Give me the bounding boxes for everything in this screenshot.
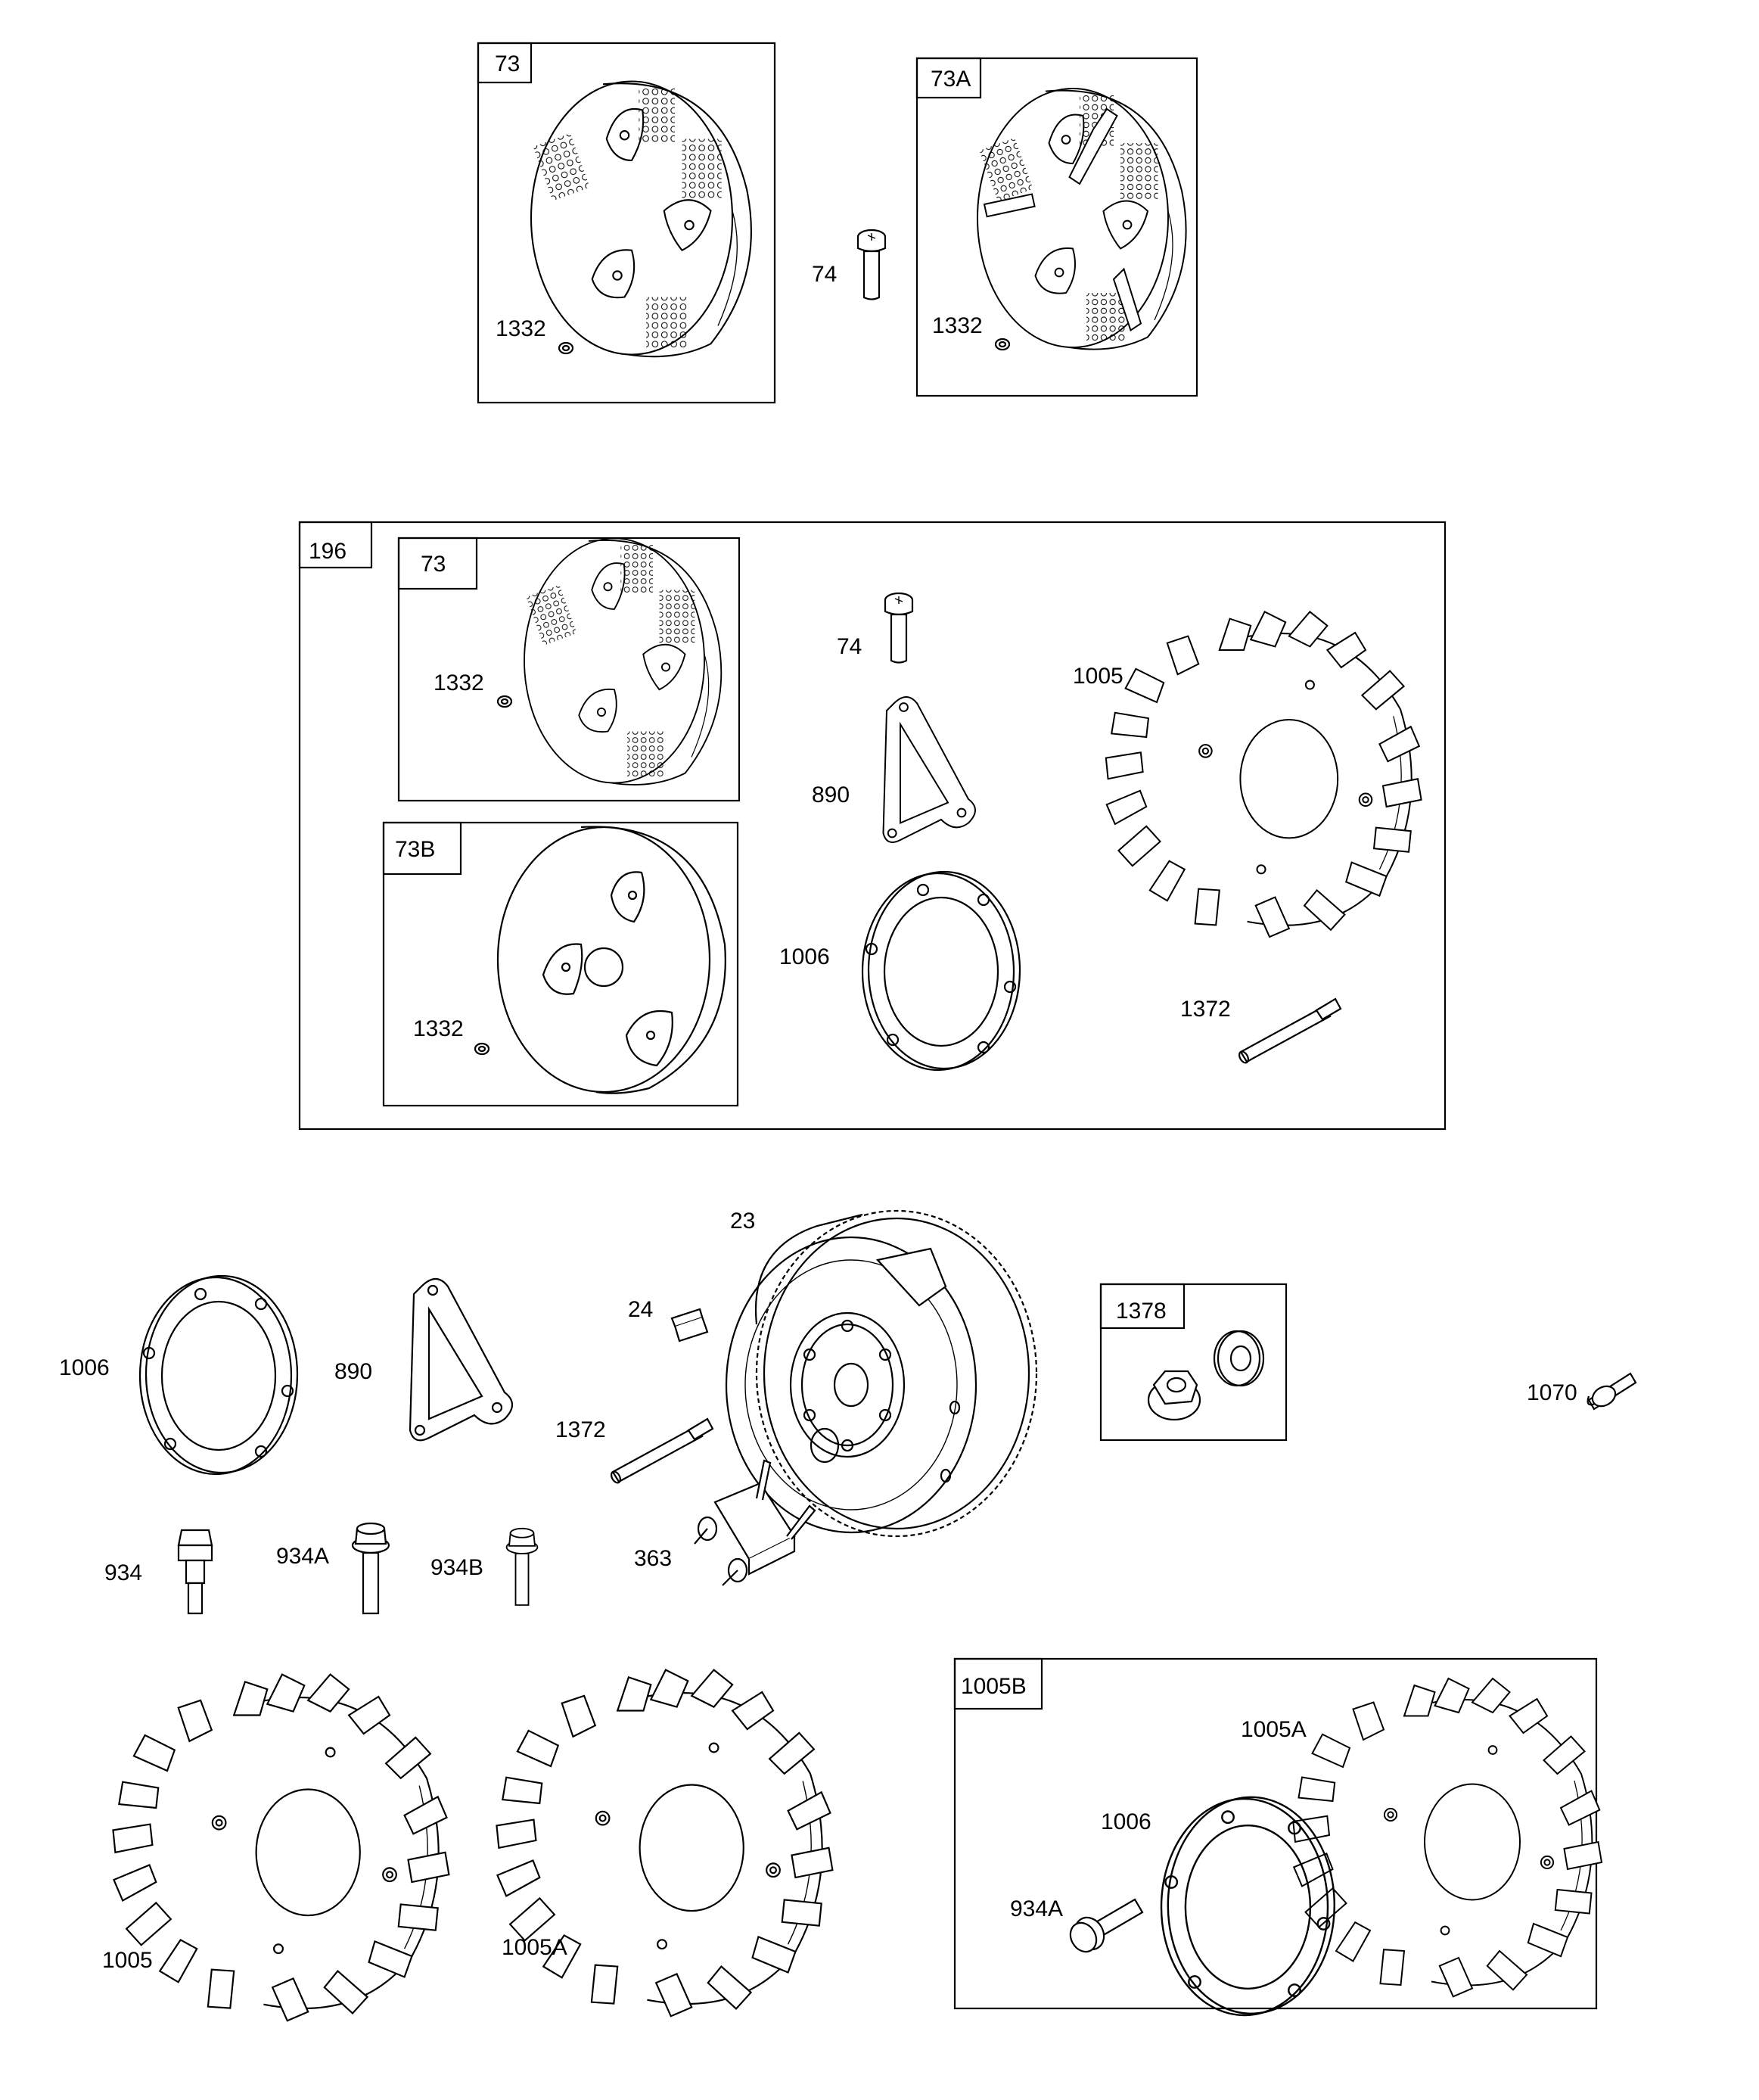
screen-plate: [530, 80, 752, 358]
label-1372: 1372: [555, 1417, 606, 1442]
label-934b: 934B: [430, 1555, 483, 1580]
gasket: [861, 870, 1021, 1072]
pin: [608, 1417, 714, 1486]
flange-bolt: [1069, 1898, 1144, 1953]
label-1006: 1006: [1101, 1809, 1151, 1834]
gasket: [138, 1274, 299, 1476]
label-1372: 1372: [1180, 997, 1231, 1022]
label-1332: 1332: [932, 313, 983, 338]
washer: [474, 1042, 490, 1056]
label-363: 363: [634, 1546, 672, 1571]
label-1005a: 1005A: [1241, 1717, 1307, 1742]
pin: [1236, 997, 1342, 1066]
label-1006: 1006: [779, 944, 830, 969]
flywheel-puller: [694, 1459, 816, 1586]
screen-plate-slotted: [977, 88, 1187, 350]
label-1332: 1332: [413, 1016, 464, 1041]
key: [670, 1308, 709, 1342]
label-890: 890: [812, 782, 850, 807]
flange-bolt: [505, 1527, 539, 1606]
label-890: 890: [334, 1359, 372, 1384]
finned-flywheel: [112, 1673, 450, 2022]
flange-bolt: [351, 1522, 390, 1615]
box-label-73a: 73A: [931, 67, 971, 92]
box-label-1378: 1378: [1116, 1299, 1167, 1324]
hex-bolt: [177, 1529, 213, 1615]
finned-flywheel: [1105, 611, 1422, 938]
bracket: [882, 696, 976, 843]
label-1005a: 1005A: [502, 1935, 567, 1960]
label-1006: 1006: [59, 1355, 110, 1380]
screw: [884, 592, 914, 664]
screw: [1587, 1372, 1637, 1411]
label-23: 23: [730, 1209, 755, 1234]
label-1005: 1005: [1073, 664, 1123, 689]
screw: [856, 229, 887, 300]
box-label-1005b: 1005B: [961, 1674, 1027, 1699]
label-24: 24: [628, 1297, 653, 1322]
box-label-73: 73: [421, 552, 446, 577]
box-label-73: 73: [495, 51, 520, 76]
label-1070: 1070: [1527, 1380, 1577, 1405]
box-label-73b: 73B: [395, 837, 435, 862]
washer: [558, 341, 574, 355]
label-74: 74: [812, 262, 837, 287]
washer: [994, 338, 1011, 351]
screen-plate: [524, 537, 723, 786]
bracket: [409, 1277, 514, 1442]
label-74: 74: [837, 634, 862, 659]
label-1332: 1332: [496, 316, 546, 341]
washer: [496, 695, 513, 708]
label-1332: 1332: [434, 670, 484, 695]
label-934a: 934A: [1010, 1896, 1063, 1921]
plain-plate: [496, 826, 726, 1094]
finned-flywheel: [496, 1669, 834, 2018]
washer: [1213, 1330, 1265, 1387]
ring-gear-flywheel: [725, 1209, 1038, 1538]
label-934: 934: [104, 1560, 142, 1585]
label-1005: 1005: [102, 1948, 153, 1973]
finned-flywheel: [1292, 1678, 1602, 1998]
box-label-196: 196: [309, 539, 347, 564]
flange-nut: [1147, 1370, 1201, 1421]
label-934a: 934A: [276, 1544, 329, 1569]
